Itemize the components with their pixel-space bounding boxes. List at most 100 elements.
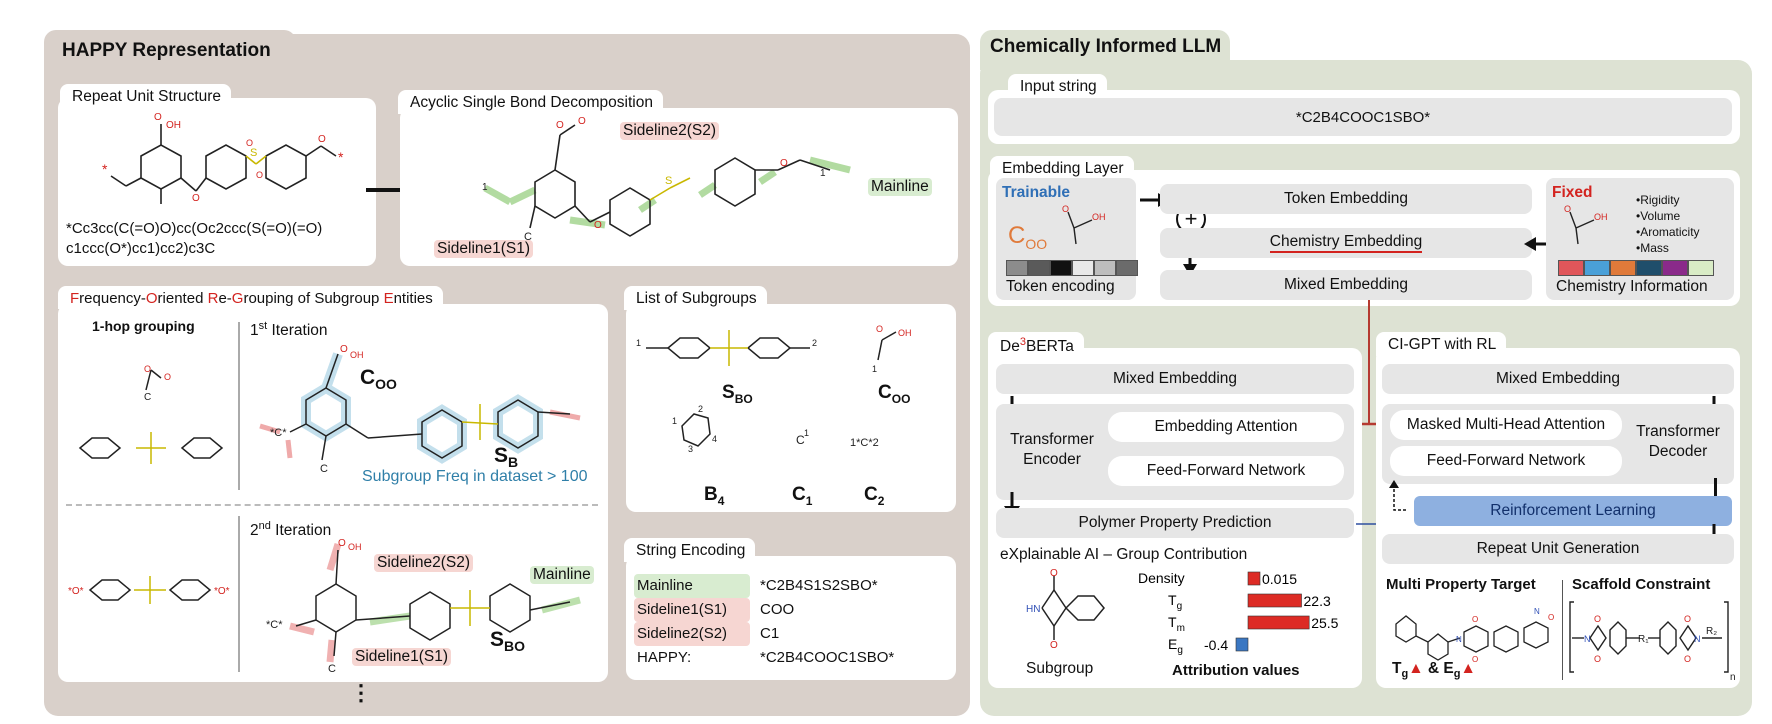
svg-text:OH: OH (166, 120, 181, 131)
svg-text:N: N (1456, 635, 1462, 644)
svg-text:O: O (154, 112, 162, 123)
svg-text:C: C (524, 231, 532, 243)
fixed-molecule: O OH (1564, 204, 1608, 245)
chem-color-bar (1558, 260, 1714, 276)
svg-text:O: O (340, 344, 348, 355)
divider-vertical-2 (238, 516, 240, 672)
svg-text:O: O (1684, 654, 1691, 664)
transformer-encoder-label: Transformer Encoder (1010, 431, 1094, 468)
svg-text:1: 1 (672, 416, 677, 426)
xai-property-label: Density (1138, 570, 1185, 586)
svg-text:O: O (556, 120, 564, 131)
svg-text:C: C (796, 433, 805, 447)
one-hop-molecule-2: *O* *O* (68, 576, 230, 604)
svg-text:OH: OH (350, 350, 364, 360)
color-swatch (1094, 260, 1116, 276)
xai-value-label: 25.5 (1311, 615, 1338, 631)
iteration-2-molecule: O OH *C* C (266, 538, 581, 675)
svg-text:O: O (876, 324, 883, 334)
svg-text:*O*: *O* (68, 586, 84, 597)
svg-text:HN: HN (1026, 604, 1040, 615)
feed-forward-box: Feed-Forward Network (1108, 456, 1344, 486)
svg-text:O: O (1062, 204, 1069, 214)
color-swatch (1006, 260, 1028, 276)
attribution-label: Attribution values (1172, 662, 1300, 679)
svg-text:*C*: *C* (270, 427, 287, 439)
color-swatch (1028, 260, 1050, 276)
encoding-row: Sideline1(S1)COO (634, 598, 950, 622)
smiles-line-2: c1ccc(O*)cc1)cc2)c3C (66, 240, 216, 257)
happy-panel-title: HAPPY Representation (62, 40, 271, 61)
iter1-coo-label: COO (360, 366, 397, 393)
encoding-row: HAPPY:*C2B4COOC1SBO* (637, 649, 895, 666)
freq-note: Subgroup Freq in dataset > 100 (362, 468, 588, 485)
cigpt-title: CI-GPT with RL (1376, 332, 1507, 356)
input-title: Input string (1008, 74, 1107, 98)
svg-text:O: O (256, 170, 263, 180)
property-prediction-box: Polymer Property Prediction (996, 508, 1354, 538)
encoding-row: Mainline*C2B4S1S2SBO* (634, 574, 950, 598)
iter2-sbo-label: SBO (490, 628, 526, 655)
svg-text:C: C (320, 463, 328, 475)
deberta-title: De3BERTa (988, 332, 1084, 359)
decomp-sideline1-label: Sideline1(S1) (434, 240, 534, 258)
chemistry-embedding-box: Chemistry Embedding (1160, 228, 1532, 258)
repeat-n-label: n (1730, 672, 1736, 683)
iter2-mainline-label: Mainline (530, 566, 594, 584)
svg-text:O: O (1594, 614, 1601, 624)
repeat-unit-generation-box: Repeat Unit Generation (1382, 534, 1734, 564)
iter2-sideline2-label: Sideline2(S2) (374, 554, 474, 572)
svg-text:O: O (780, 158, 788, 169)
svg-text:O: O (1594, 654, 1601, 664)
svg-text:O: O (1684, 614, 1691, 624)
string-encoding-title: String Encoding (624, 538, 756, 562)
svg-text:O: O (1050, 640, 1058, 648)
iter1-sb-label: SB (494, 444, 519, 471)
one-hop-molecule: O O C (78, 364, 224, 464)
xai-property-label: Tg (1168, 592, 1182, 612)
smiles-line-1: *Cc3cc(C(=O)O)cc(Oc2ccc(S(=O)(=O) (66, 220, 323, 237)
r1-label: R₁ (1638, 634, 1649, 645)
svg-text:S: S (250, 147, 257, 159)
svg-text:OH: OH (1092, 212, 1106, 222)
xai-bar (1247, 615, 1310, 630)
llm-panel-title: Chemically Informed LLM (990, 36, 1222, 57)
svg-text:OH: OH (898, 328, 912, 338)
svg-text:1: 1 (872, 364, 877, 374)
svg-text:*: * (338, 149, 344, 165)
color-swatch (1050, 260, 1072, 276)
svg-text:O: O (1564, 204, 1571, 214)
svg-text:O: O (1050, 568, 1058, 579)
cigpt-mixed-embedding: Mixed Embedding (1382, 364, 1734, 394)
subgroups-title: List of Subgroups (624, 286, 767, 310)
svg-text:O: O (578, 116, 586, 127)
svg-text:3: 3 (688, 444, 693, 454)
svg-text:O: O (1472, 615, 1478, 624)
iter2-sideline1-label: Sideline1(S1) (352, 648, 452, 666)
svg-text:OH: OH (1594, 212, 1608, 222)
repeat-unit-title: Repeat Unit Structure (60, 84, 232, 108)
svg-text:1*C*2: 1*C*2 (850, 437, 879, 449)
xai-value-label: 0.015 (1262, 571, 1297, 587)
token-color-bar (1006, 260, 1138, 276)
decomp-mainline-label: Mainline (868, 178, 932, 196)
color-swatch (1584, 260, 1610, 276)
svg-text:C: C (144, 392, 151, 403)
iteration-2-label: 2nd Iteration (250, 520, 332, 540)
svg-text:2: 2 (812, 338, 817, 348)
decoder-connector (1714, 478, 1717, 496)
xai-value-label: -0.4 (1204, 637, 1228, 653)
target-divider (1562, 580, 1563, 680)
xai-value-label: 22.3 (1304, 593, 1331, 609)
trainable-molecule: O OH (1062, 204, 1106, 245)
svg-text:O: O (1548, 613, 1554, 622)
svg-text:S: S (665, 175, 672, 187)
subgroup-molecule: O O HN (1026, 568, 1105, 648)
decomp-sideline2-label: Sideline2(S2) (620, 122, 720, 140)
subgroup-coo: COO (878, 382, 911, 406)
svg-text:O: O (144, 364, 151, 374)
color-swatch (1116, 260, 1138, 276)
embedding-title: Embedding Layer (990, 156, 1134, 180)
cigpt-feed-forward-box: Feed-Forward Network (1390, 446, 1622, 476)
